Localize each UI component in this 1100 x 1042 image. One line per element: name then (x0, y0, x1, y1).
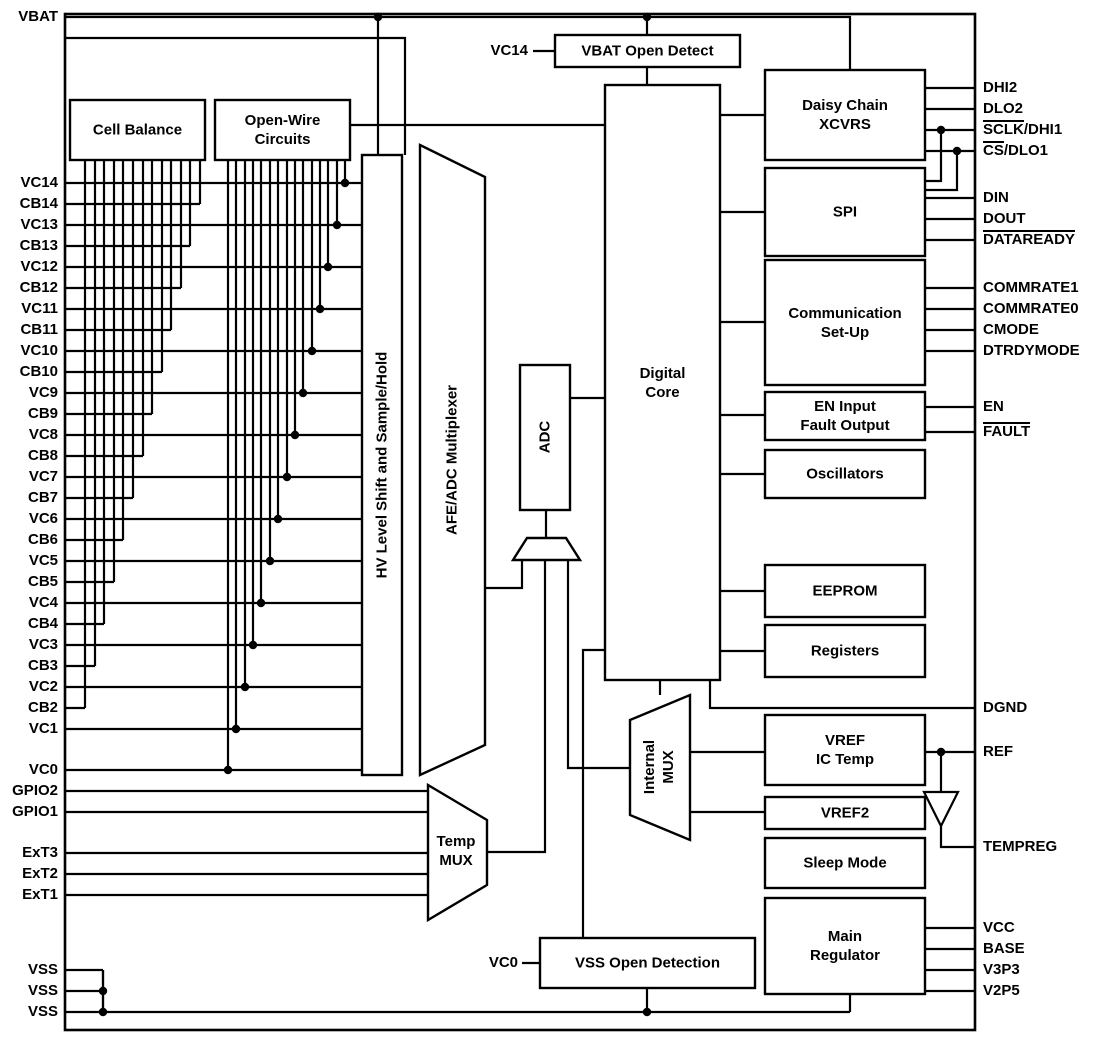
wire-vbat-bus (65, 15, 852, 70)
block-communication-setup (763, 258, 927, 387)
block-hv-level-shift (360, 153, 404, 777)
junction-dot (373, 12, 383, 22)
block-adc-input-select (510, 536, 583, 562)
block-adc (518, 363, 572, 512)
junction-dot (273, 514, 283, 524)
block-temp-mux (426, 782, 489, 923)
block-open-wire-circuits (213, 98, 352, 162)
wire-vbat-bus-2 (65, 36, 407, 155)
ic-boundary (63, 12, 977, 1032)
wire-cs-to-spi (925, 151, 959, 192)
block-oscillators (763, 448, 927, 500)
junction-dot (248, 640, 258, 650)
block-daisy-chain-xcvrs (763, 68, 927, 162)
wire-afe-to-select (485, 560, 524, 590)
wire-sclk-to-spi (925, 130, 943, 183)
junction-dot (936, 125, 946, 135)
block-sleep-mode (763, 836, 927, 890)
junction-dot (332, 220, 342, 230)
junction-dot (315, 304, 325, 314)
block-eeprom (763, 563, 927, 619)
wire-buffer-to-tempreg (939, 826, 975, 849)
wire-tempmux-to-select (487, 560, 547, 854)
junction-dot (307, 346, 317, 356)
block-cell-balance (68, 98, 207, 162)
junction-dot (340, 178, 350, 188)
junction-dot (936, 747, 946, 757)
wire-dgnd (708, 680, 975, 710)
junction-dot (223, 765, 233, 775)
block-vbat-open-detect (553, 33, 742, 69)
block-vref-ic-temp (763, 713, 927, 787)
junction-dot (231, 724, 241, 734)
junction-dot (642, 1007, 652, 1017)
junction-dot (642, 12, 652, 22)
wire-intmux-to-select (566, 560, 630, 770)
junction-dot (952, 146, 962, 156)
block-vref2 (763, 795, 927, 831)
block-en-input-fault-output (763, 390, 927, 442)
block-digital-core (603, 83, 722, 682)
buffer-amplifier-icon (922, 790, 960, 829)
junction-dot (323, 262, 333, 272)
junction-dot (290, 430, 300, 440)
junction-dot (98, 986, 108, 996)
junction-dot (265, 556, 275, 566)
block-spi (763, 166, 927, 258)
block-registers (763, 623, 927, 679)
wire-vssdetect-to-core (581, 648, 605, 938)
junction-dot (298, 388, 308, 398)
block-main-regulator (763, 896, 927, 996)
block-internal-mux (628, 693, 692, 842)
junction-dot (240, 682, 250, 692)
junction-dot (282, 472, 292, 482)
block-vss-open-detection (538, 936, 757, 990)
junction-dot (256, 598, 266, 608)
junction-dot (98, 1007, 108, 1017)
block-afe-adc-multiplexer (418, 143, 487, 777)
